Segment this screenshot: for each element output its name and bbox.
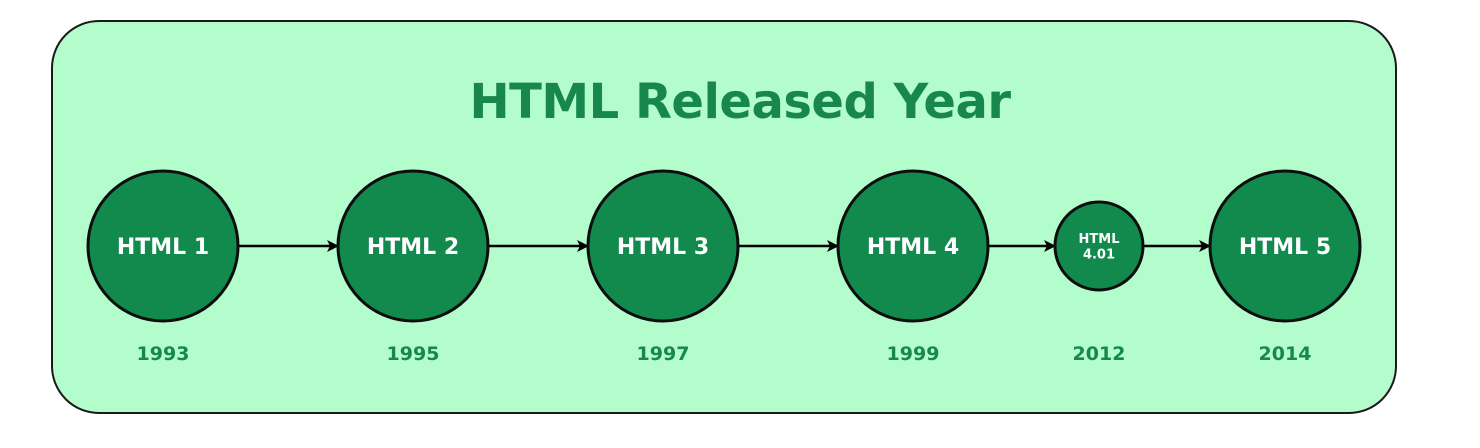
version-node-html-4: HTML 4 xyxy=(836,169,990,323)
version-node-html-1: HTML 1 xyxy=(86,169,240,323)
release-year: 2014 xyxy=(1259,343,1312,365)
version-label: HTML 2 xyxy=(367,235,459,260)
version-node-html-3: HTML 3 xyxy=(586,169,740,323)
version-circle xyxy=(1208,169,1362,323)
version-circle xyxy=(86,169,240,323)
version-circle xyxy=(1053,200,1145,292)
version-label-line: HTML 4 xyxy=(867,235,959,260)
diagram-title: HTML Released Year xyxy=(469,74,1011,130)
version-label-line: HTML 1 xyxy=(117,235,209,260)
version-node-html-5: HTML 5 xyxy=(1208,169,1362,323)
version-label-line: HTML 3 xyxy=(617,235,709,260)
release-year: 2012 xyxy=(1073,343,1126,365)
version-circle xyxy=(336,169,490,323)
release-year: 1997 xyxy=(637,343,690,365)
release-year: 1995 xyxy=(387,343,440,365)
release-year: 1999 xyxy=(887,343,940,365)
version-label: HTML 3 xyxy=(617,235,709,260)
version-node-html-2: HTML 2 xyxy=(336,169,490,323)
version-label-line: HTML 2 xyxy=(367,235,459,260)
version-label-line: HTML 5 xyxy=(1239,235,1331,260)
version-label: HTML 4 xyxy=(867,235,959,260)
release-year: 1993 xyxy=(137,343,190,365)
version-label-line: 4.01 xyxy=(1083,247,1115,262)
version-label-line: HTML xyxy=(1079,232,1120,247)
version-circle xyxy=(586,169,740,323)
version-circle xyxy=(836,169,990,323)
version-label: HTML 1 xyxy=(117,235,209,260)
version-label: HTML 5 xyxy=(1239,235,1331,260)
